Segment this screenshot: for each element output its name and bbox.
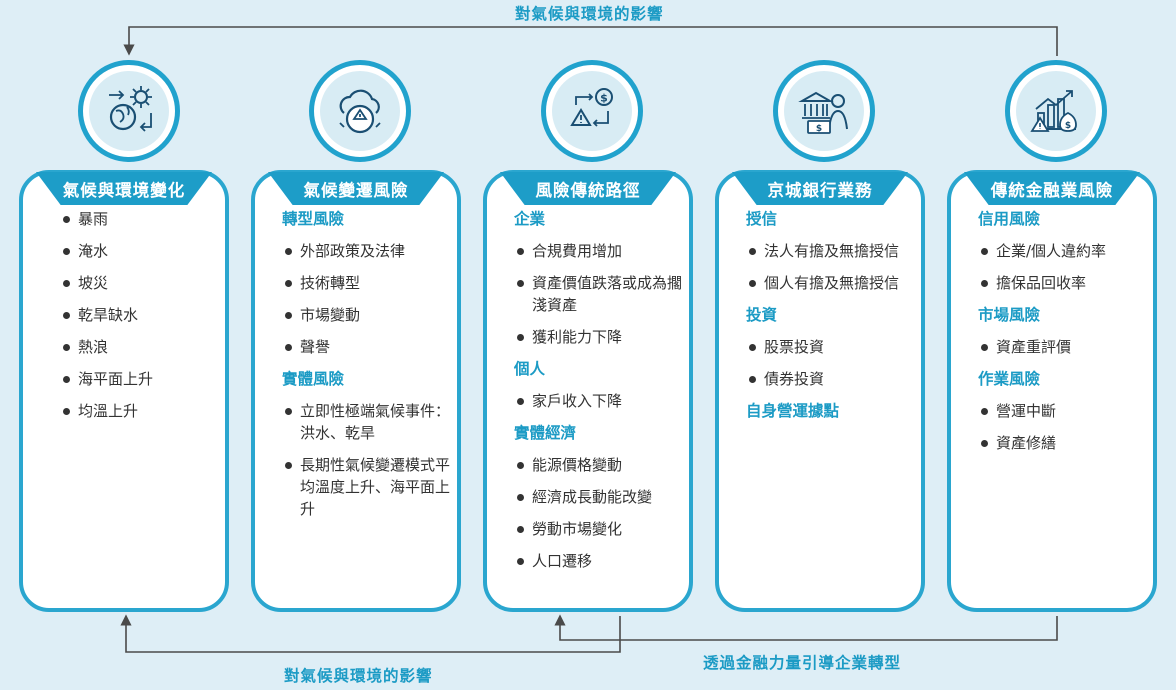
column-card-financial-risk [947,170,1157,612]
top-feedback-arrow [123,26,1058,56]
list-item: 獲利能力下降 [514,326,690,348]
column-title: 氣候變遷風險 [268,172,444,205]
svg-text:$: $ [600,92,608,105]
section-heading: 實體風險 [282,370,345,388]
list-item: 資產價值跌落或成為擱淺資產 [514,272,690,316]
list-item: 法人有擔及無擔授信 [746,240,922,262]
list-item: 乾旱缺水 [60,304,236,326]
list-item: 經濟成長動能改變 [514,486,690,508]
section-heading: 作業風險 [978,370,1041,388]
column-content-climate-risk: 轉型風險 外部政策及法律 技術轉型 市場變動 聲譽 實體風險 立即性極端氣候事件… [282,208,458,530]
column-title: 京城銀行業務 [732,172,908,205]
cloud-warning-icon [309,60,411,162]
bottom-left-flow-label: 對氣候與環境的影響 [284,667,433,685]
column-card-climate-risk [251,170,461,612]
section-heading: 市場風險 [978,306,1041,324]
list-item: 技術轉型 [282,272,458,294]
list-item: 勞動市場變化 [514,518,690,540]
section-heading: 個人 [514,360,546,378]
column-title: 風險傳統路徑 [500,172,676,205]
list-item: 暴雨 [60,208,236,230]
list-item: 海平面上升 [60,368,236,390]
column-content-bank-business: 授信 法人有擔及無擔授信 個人有擔及無擔授信 投資 股票投資 債券投資 自身營運… [746,208,922,432]
list-item: 營運中斷 [978,400,1154,422]
column-card-climate-change [19,170,229,612]
column-title: 氣候與環境變化 [36,172,212,205]
risk-transmission-icon: $ [541,60,643,162]
section-heading: 投資 [746,306,778,324]
list-item: 長期性氣候變遷模式平均溫度上升、海平面上升 [282,454,458,520]
top-flow-label: 對氣候與環境的影響 [515,5,664,23]
list-item: 個人有擔及無擔授信 [746,272,922,294]
list-item: 擔保品回收率 [978,272,1154,294]
bottom-right-flow-label: 透過金融力量引導企業轉型 [703,654,902,672]
column-content-climate-change: 暴雨 淹水 坡災 乾旱缺水 熱浪 海平面上升 均溫上升 [60,208,236,432]
column-card-risk-path [483,170,693,612]
list-item: 合規費用增加 [514,240,690,262]
bottom-left-feedback-arrow [120,614,621,653]
svg-text:$: $ [1065,121,1071,131]
section-heading: 實體經濟 [514,424,577,442]
list-item: 淹水 [60,240,236,262]
list-item: 家戶收入下降 [514,390,690,412]
list-item: 企業/個人違約率 [978,240,1154,262]
bottom-right-feedback-arrow [554,614,1058,641]
bank-business-icon: $ [773,60,875,162]
list-item: 資產修繕 [978,432,1154,454]
list-item: 市場變動 [282,304,458,326]
list-item: 均溫上升 [60,400,236,422]
climate-cycle-icon [78,60,180,162]
list-item: 債券投資 [746,368,922,390]
list-item: 人口遷移 [514,550,690,572]
list-item: 聲譽 [282,336,458,358]
list-item: 股票投資 [746,336,922,358]
list-item: 坡災 [60,272,236,294]
section-heading: 信用風險 [978,210,1041,228]
section-heading: 授信 [746,210,778,228]
section-heading: 自身營運據點 [746,402,840,420]
section-heading: 企業 [514,210,546,228]
column-content-risk-path: 企業 合規費用增加 資產價值跌落或成為擱淺資產 獲利能力下降 個人 家戶收入下降… [514,208,690,582]
list-item: 熱浪 [60,336,236,358]
column-title: 傳統金融業風險 [964,172,1140,205]
column-content-financial-risk: 信用風險 企業/個人違約率 擔保品回收率 市場風險 資產重評價 作業風險 營運中… [978,208,1154,464]
svg-text:$: $ [816,124,822,134]
list-item: 資產重評價 [978,336,1154,358]
finance-risk-icon: $ [1005,60,1107,162]
list-item: 外部政策及法律 [282,240,458,262]
list-item: 立即性極端氣候事件：洪水、乾旱 [282,400,458,444]
list-item: 能源價格變動 [514,454,690,476]
section-heading: 轉型風險 [282,210,345,228]
